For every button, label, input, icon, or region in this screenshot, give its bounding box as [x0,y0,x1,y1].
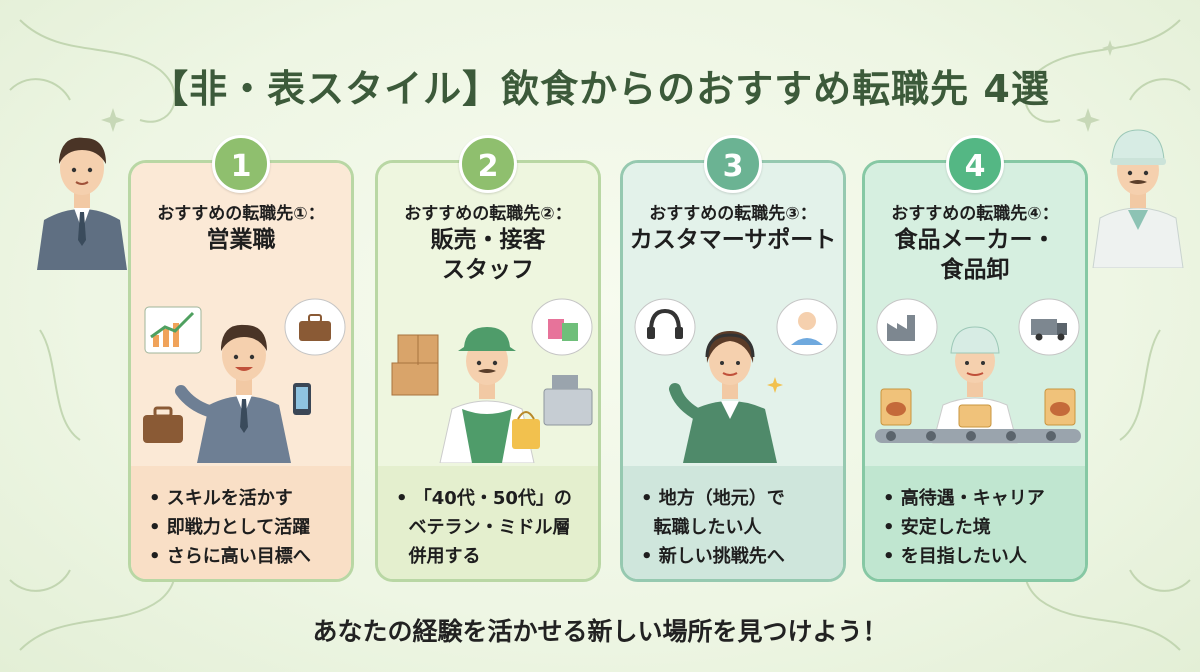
retail-illustration [391,298,593,463]
card-bullets: • 地方（地元）で 転職したい人 • 新しい挑戦先へ [623,466,843,579]
card-heading: おすすめの転職先④： [891,204,1059,224]
card-number-badge: 2 [459,135,517,193]
footer-message: あなたの経験を活かせる新しい場所を見つけよう！ [312,617,888,646]
card-heading: おすすめの転職先①： [157,204,325,224]
cardboard-box-icon [391,334,439,396]
sales-illustration [143,298,346,463]
food-factory-illustration [875,298,1081,444]
bullet-item: • 即戦力として活躍 [149,517,311,538]
sparkle-icon [767,377,783,393]
card-bullets: • スキルを活かす • 即戦力として活躍 • さらに高い目標へ [131,466,351,579]
factory-worker-illustration [1092,129,1184,268]
card-retail: おすすめの転職先②： 販売・接客 スタッフ [375,160,601,582]
bullet-item: • さらに高い目標へ [149,546,311,567]
food-package-icon [880,388,1076,428]
support-illustration [634,298,838,463]
job-title-line: スタッフ [442,257,534,283]
job-title-line: 食品メーカー・ [894,227,1056,253]
card-job-title: 販売・接客 スタッフ [378,225,598,285]
bullet-item: • 安定した境 [883,517,991,538]
conveyor-belt-icon [875,429,1081,443]
card-number-badge: 1 [212,135,270,193]
card-customer-support: おすすめの転職先③： カスタマーサポート [620,160,846,582]
smartphone-icon [293,383,311,415]
card-job-title: 営業職 [131,225,351,255]
job-title-line: 営業職 [206,227,276,253]
bullet-item: • 「40代・50代」の [396,488,572,509]
bullet-item: ベテラン・ミドル層 [396,517,571,538]
bullet-item: • 新しい挑戦先へ [641,546,785,567]
briefcase-icon [143,406,183,443]
card-bullets: • 高待遇・キャリア • 安定した境 • を目指したい人 [865,466,1085,579]
bullet-item: • 高待遇・キャリア [883,488,1045,509]
bullet-item: 転職したい人 [641,517,762,538]
bullet-item: • を目指したい人 [883,546,1027,567]
card-top: おすすめの転職先①： 営業職 [131,163,351,466]
card-top: おすすめの転職先②： 販売・接客 スタッフ [378,163,598,466]
card-number-badge: 4 [946,135,1004,193]
card-job-title: カスタマーサポート [623,225,843,255]
card-bullets: • 「40代・50代」の ベテラン・ミドル層 併用する [378,466,598,579]
cash-register-icon [543,375,593,426]
briefcase-icon [284,298,346,356]
factory-icon [876,298,938,356]
card-top: おすすめの転職先④： 食品メーカー・ 食品卸 [865,163,1085,466]
shopping-bag-icon [531,298,593,356]
bullet-item: • 地方（地元）で [641,488,785,509]
card-top: おすすめの転職先③： カスタマーサポート [623,163,843,466]
page-title: 【非・表スタイル】飲食からのおすすめ転職先 4選 [150,67,1050,111]
shopping-bag-icon [512,411,540,449]
headset-icon [634,298,696,356]
businessman-illustration [37,137,127,270]
job-title-line: 販売・接客 [430,227,546,253]
bullet-item: • スキルを活かす [149,488,293,509]
card-heading: おすすめの転職先②： [404,204,572,224]
card-number-badge: 3 [704,135,762,193]
job-title-line: 食品卸 [940,257,1010,283]
job-title-line: カスタマーサポート [629,227,837,253]
bullet-item: 併用する [396,546,481,567]
card-food-manufacturer: おすすめの転職先④： 食品メーカー・ 食品卸 [862,160,1088,582]
customer-avatar-icon [776,298,838,356]
card-sales: おすすめの転職先①： 営業職 [128,160,354,582]
delivery-truck-icon [1018,298,1080,356]
card-heading: おすすめの転職先③： [649,204,817,224]
growth-chart-icon [144,306,202,354]
card-job-title: 食品メーカー・ 食品卸 [865,225,1085,285]
